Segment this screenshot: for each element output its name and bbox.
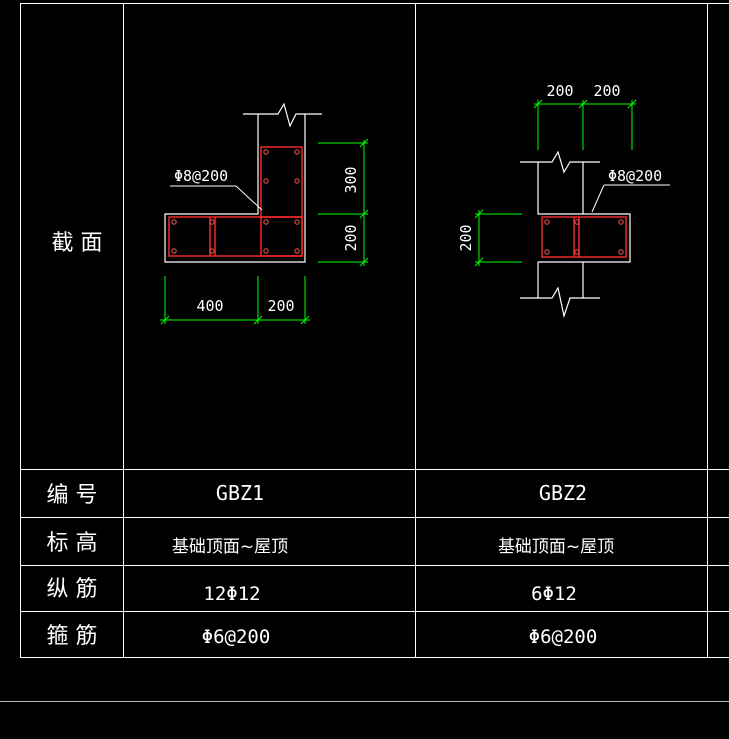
gbz1-dim-200v: 200: [342, 224, 360, 251]
gbz2-dim-200v: 200: [457, 224, 475, 251]
gbz2-long-rebar: 6Φ12: [531, 583, 577, 605]
gbz1-dim-400: 400: [196, 297, 223, 315]
gbz2-dim-vertical: [474, 209, 522, 267]
gbz2-id: GBZ2: [539, 481, 587, 505]
section-label: 截 面: [52, 231, 103, 256]
row-label-stirrup: 箍 筋: [47, 624, 98, 649]
gbz1-dim-300: 300: [342, 166, 360, 193]
gbz1-rebar-dots: [171, 149, 300, 254]
gbz2-section: Φ8@200 200 200 200: [457, 82, 670, 319]
gbz2-dim-horizontal: [533, 99, 637, 150]
gbz1-stirrups: [168, 146, 303, 257]
gbz2-dim-top-left: 200: [546, 82, 573, 100]
gbz2-stirrups: [541, 216, 627, 258]
gbz1-dim-horizontal: [160, 276, 310, 325]
gbz1-break-line: [243, 102, 322, 128]
gbz1-long-rebar: 12Φ12: [203, 583, 260, 605]
row-label-id: 编 号: [47, 483, 98, 508]
gbz1-outline: [164, 114, 306, 263]
gbz1-id: GBZ1: [216, 481, 264, 505]
gbz2-dim-top-right: 200: [593, 82, 620, 100]
gbz2-break-line-top: [520, 150, 600, 174]
table-grid: [0, 3, 729, 702]
row-label-elevation: 标 高: [47, 531, 98, 556]
gbz1-elevation: 基础顶面~屋顶: [172, 537, 288, 557]
gbz2-break-line-bottom: [520, 286, 600, 319]
gbz1-dim-200h: 200: [267, 297, 294, 315]
row-label-long-rebar: 纵 筋: [47, 577, 98, 602]
gbz1-dim-vertical: [318, 138, 369, 267]
gbz2-elevation: 基础顶面~屋顶: [498, 537, 614, 557]
gbz2-rebar-dots: [544, 219, 624, 255]
gbz1-section: Φ8@200 300 200 400 200: [160, 102, 369, 325]
gbz2-stirrup: Φ6@200: [529, 626, 598, 648]
gbz1-stirrup-callout: Φ8@200: [174, 167, 228, 185]
gbz2-stirrup-callout: Φ8@200: [608, 167, 662, 185]
gbz1-stirrup: Φ6@200: [202, 626, 271, 648]
